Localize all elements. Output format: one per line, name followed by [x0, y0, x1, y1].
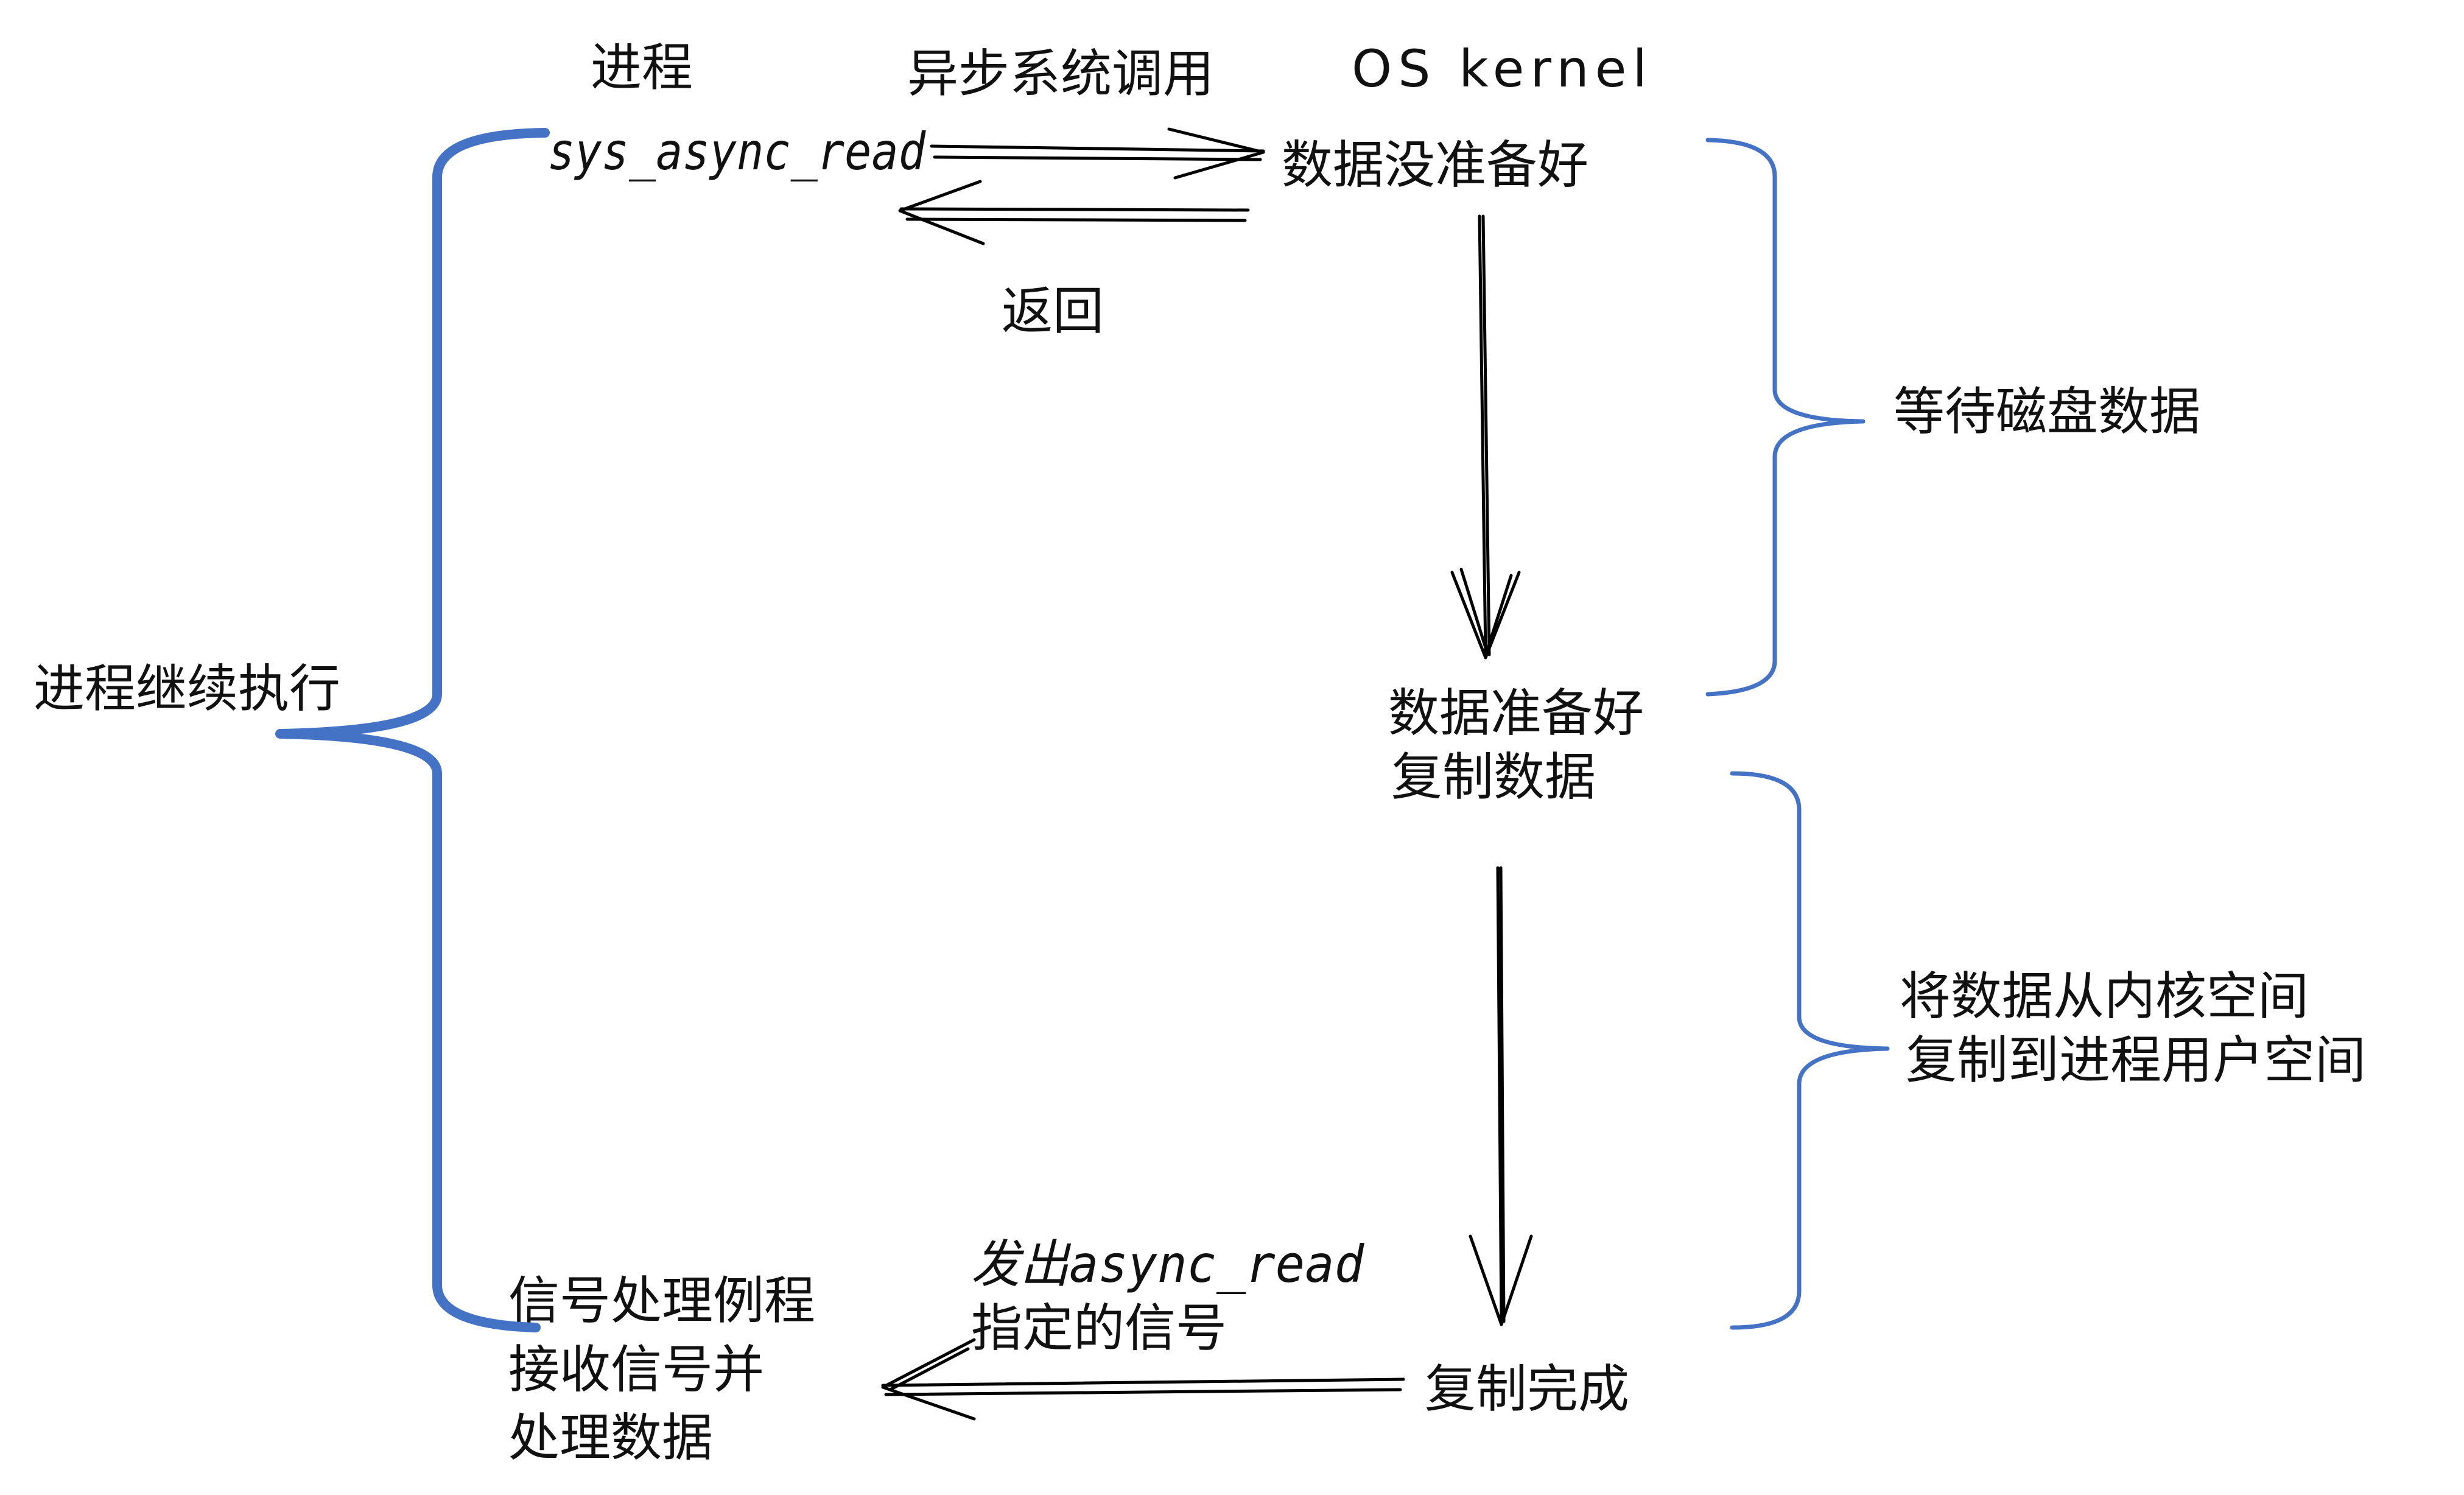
continue-exec-brace [275, 128, 550, 1332]
async-syscall-header: 异步系统调用 [907, 44, 1214, 104]
signal-arrow [881, 1338, 1405, 1421]
data-not-ready-label: 数据没准备好 [1282, 135, 1588, 195]
sys-async-read-label: sys_async_read [548, 122, 926, 181]
process-header: 进程 [591, 38, 693, 97]
process-data-label: 处理数据 [508, 1408, 713, 1468]
copy-brace [1730, 771, 1890, 1330]
data-ready-label: 数据准备好 [1388, 683, 1644, 743]
call-arrow [930, 127, 1265, 180]
os-kernel-header: OS kernel [1352, 39, 1653, 99]
copy-arrow [1469, 866, 1533, 1326]
signal-handler-label: 信号处理例程 [508, 1271, 815, 1331]
continue-exec-label: 进程继续执行 [33, 659, 340, 719]
copy-to-user-line1: 将数据从内核空间 [1900, 966, 2309, 1026]
wait-disk-label: 等待磁盘数据 [1894, 382, 2200, 441]
wait-disk-brace [1705, 138, 1866, 697]
issue-signal-line1: 发出async_read [971, 1234, 1364, 1294]
copy-done-label: 复制完成 [1425, 1359, 1629, 1419]
copy-data-label: 复制数据 [1391, 747, 1596, 807]
copy-to-user-line2: 复制到进程用户空间 [1906, 1030, 2366, 1090]
wait-arrow [1450, 214, 1521, 660]
return-arrow [898, 180, 1250, 245]
issue-signal-line2: 指定的信号 [971, 1298, 1227, 1358]
receive-signal-label: 接收信号并 [508, 1340, 764, 1399]
return-label: 返回 [1002, 281, 1104, 341]
